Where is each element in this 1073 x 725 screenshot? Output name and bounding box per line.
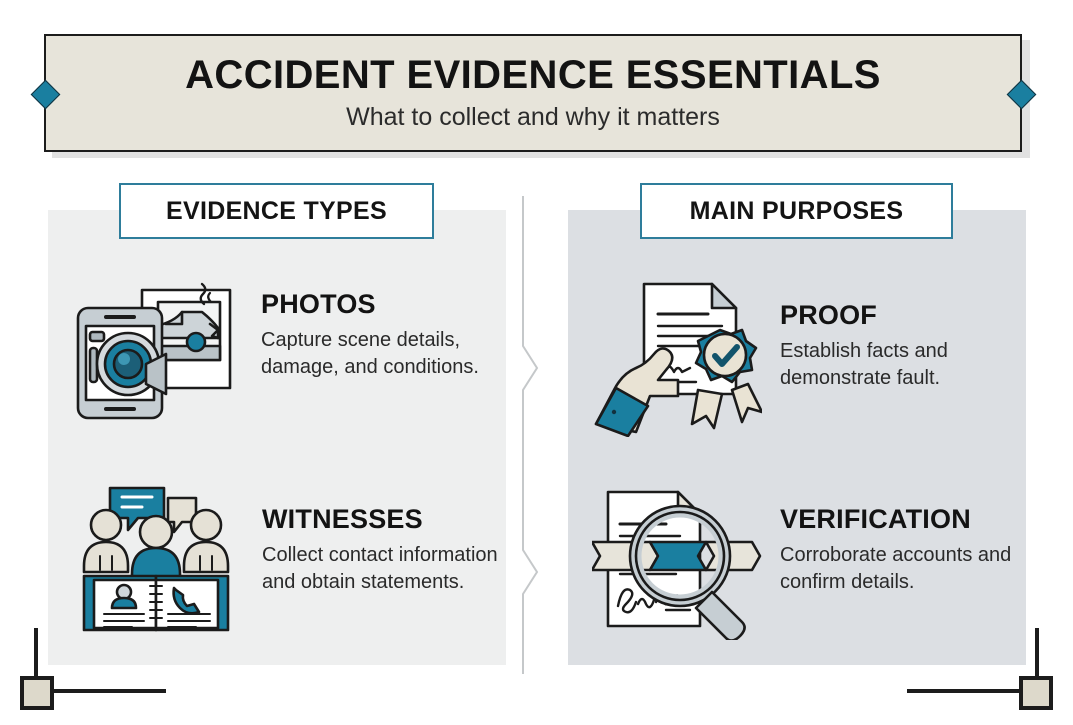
entry-title: VERIFICATION: [780, 504, 971, 534]
magnifier-signature-document-icon: [590, 480, 764, 645]
page-title: ACCIDENT EVIDENCE ESSENTIALS: [185, 53, 881, 97]
section-header-main-purposes: MAIN PURPOSES: [640, 183, 953, 239]
chevron-divider-icon: [515, 196, 545, 674]
entry-description: Capture scene details, damage, and condi…: [261, 329, 479, 379]
witnesses-contact-book-icon: [70, 480, 248, 640]
entry-title: PHOTOS: [261, 289, 376, 319]
entry-proof: PROOF Establish facts and demonstrate fa…: [592, 272, 1030, 442]
entry-description: Corroborate accounts and confirm details…: [780, 544, 1012, 594]
header-banner: ACCIDENT EVIDENCE ESSENTIALS What to col…: [44, 34, 1022, 152]
page-subtitle: What to collect and why it matters: [346, 103, 720, 131]
entry-description: Establish facts and demonstrate fault.: [780, 340, 948, 390]
hand-certificate-seal-icon: [592, 272, 764, 442]
entry-description: Collect contact information and obtain s…: [262, 544, 498, 594]
entry-title: PROOF: [780, 300, 878, 330]
entry-verification: VERIFICATION Corroborate accounts and co…: [590, 480, 1030, 645]
section-header-label: MAIN PURPOSES: [689, 196, 904, 225]
smartphone-camera-photo-icon: [70, 272, 245, 427]
entry-title: WITNESSES: [262, 504, 423, 534]
entry-photos: PHOTOS Capture scene details, damage, an…: [70, 272, 506, 427]
corner-bracket-icon-bottom-right: [907, 628, 1067, 720]
corner-bracket-icon-bottom-left: [6, 628, 166, 720]
section-header-evidence-types: EVIDENCE TYPES: [119, 183, 434, 239]
section-header-label: EVIDENCE TYPES: [166, 196, 387, 225]
entry-witnesses: WITNESSES Collect contact information an…: [70, 480, 507, 640]
